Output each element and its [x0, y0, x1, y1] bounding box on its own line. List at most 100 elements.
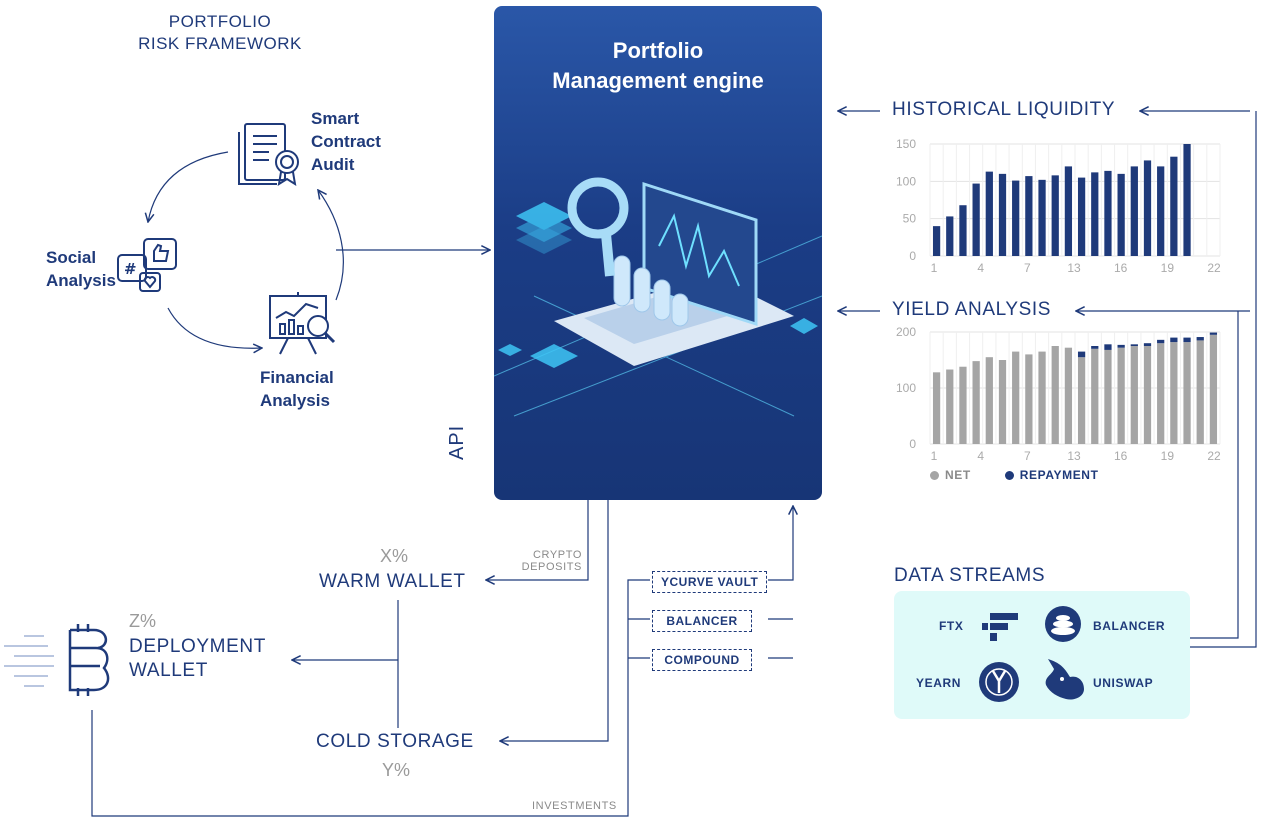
legend-net: NET: [930, 468, 971, 482]
framework-title: PORTFOLIO RISK FRAMEWORK: [138, 12, 302, 53]
bar: [998, 173, 1007, 256]
y-tick-label: 100: [896, 381, 916, 395]
social-analysis-label: Social Analysis: [46, 248, 116, 290]
cold-storage-label: COLD STORAGE: [316, 731, 474, 752]
bar: [1143, 160, 1152, 256]
deployment-wallet-pct: Z%: [129, 611, 156, 631]
financial-analysis-label: Financial Analysis: [260, 368, 334, 410]
legend-repayment: REPAYMENT: [1004, 468, 1099, 482]
cold-storage-pct: Y%: [382, 760, 411, 780]
y-tick-label: 0: [909, 437, 916, 451]
bar-repayment: [1143, 343, 1152, 346]
bar-repayment: [1170, 337, 1178, 343]
engine-title: Portfolio Management engine: [552, 38, 764, 93]
bar: [985, 171, 993, 256]
x-tick-label: 16: [1114, 261, 1128, 275]
bar: [1104, 170, 1112, 256]
ftx-label: FTX: [939, 619, 964, 633]
x-tick-label: 13: [1067, 449, 1081, 463]
bar-net: [1064, 347, 1073, 444]
x-tick-label: 4: [977, 449, 984, 463]
bar-net: [932, 372, 941, 444]
bar: [1064, 166, 1073, 256]
y-tick-label: 50: [903, 212, 917, 226]
balancer-vault-pill: BALANCER: [652, 610, 752, 632]
contract-audit-icon: [238, 123, 299, 187]
bar: [972, 183, 980, 256]
x-tick-label: 22: [1207, 261, 1221, 275]
bar: [1051, 175, 1059, 256]
x-tick-label: 1: [931, 261, 938, 275]
bar-net: [959, 366, 967, 444]
data-streams-label: DATA STREAMS: [894, 565, 1046, 586]
x-tick-label: 19: [1161, 261, 1175, 275]
warm-wallet-label: WARM WALLET: [319, 571, 466, 592]
bar: [946, 216, 954, 256]
bar-net: [1209, 334, 1218, 444]
yearn-label: YEARN: [916, 676, 962, 690]
legend-net-swatch: [930, 471, 939, 480]
bitcoin-wallet-icon: [4, 624, 110, 696]
crypto-deposits-label: CRYPTO DEPOSITS: [521, 549, 582, 573]
bar: [932, 226, 941, 256]
legend-repayment-swatch: [1004, 471, 1014, 480]
balancer-logo-icon: [1045, 606, 1081, 642]
bar-net: [1038, 351, 1046, 444]
y-tick-label: 200: [896, 326, 916, 339]
x-tick-label: 4: [977, 261, 984, 275]
bar: [1130, 166, 1138, 256]
investments-label: INVESTMENTS: [532, 800, 617, 812]
balancer-stream-label: BALANCER: [1093, 619, 1166, 633]
x-tick-label: 16: [1114, 449, 1128, 463]
bar: [1117, 173, 1125, 256]
bar-repayment: [1091, 346, 1099, 349]
bar-net: [1012, 351, 1020, 444]
bar-net: [1130, 346, 1138, 444]
bar-net: [1157, 343, 1165, 444]
warm-wallet-pct: X%: [380, 546, 409, 566]
ycurve-vault-pill: YCURVE VAULT: [652, 571, 768, 593]
bar: [1077, 177, 1086, 256]
social-media-icon: #: [117, 238, 177, 292]
bar-net: [1104, 349, 1112, 444]
x-tick-label: 22: [1207, 449, 1221, 463]
bar-net: [985, 357, 993, 444]
bar-net: [1183, 342, 1191, 444]
bar-repayment: [1130, 344, 1138, 346]
bar-net: [1117, 347, 1125, 444]
bar-repayment: [1209, 332, 1218, 335]
y-tick-label: 150: [896, 138, 916, 151]
bar-net: [1196, 340, 1204, 444]
svg-text:#: #: [124, 260, 137, 278]
bar: [1012, 180, 1020, 256]
bar: [1183, 144, 1191, 256]
smart-contract-audit-label: Smart Contract Audit: [311, 109, 381, 174]
financial-chart-icon: [269, 292, 336, 355]
laptop-analytics-illustration: [494, 177, 822, 417]
bar-net: [946, 369, 954, 444]
x-tick-label: 1: [931, 449, 938, 463]
bar-repayment: [1157, 339, 1165, 344]
bar: [1170, 156, 1178, 256]
bar-repayment: [1117, 344, 1125, 348]
bar-net: [998, 360, 1007, 444]
bar-repayment: [1196, 337, 1204, 341]
yield-analysis-label: YIELD ANALYSIS: [892, 299, 1052, 320]
uniswap-label: UNISWAP: [1093, 676, 1154, 690]
bar-repayment: [1104, 344, 1112, 350]
bar: [1038, 179, 1046, 256]
x-tick-label: 7: [1024, 449, 1031, 463]
ftx-logo-icon: [982, 613, 1018, 641]
bar: [959, 205, 967, 256]
api-label: API: [446, 424, 468, 460]
historical-liquidity-label: HISTORICAL LIQUIDITY: [892, 99, 1116, 120]
deployment-wallet-label: DEPLOYMENT WALLET: [129, 636, 266, 681]
x-tick-label: 19: [1161, 449, 1175, 463]
bar-repayment: [1077, 351, 1086, 358]
bar-net: [1091, 348, 1099, 444]
bar-net: [1077, 357, 1086, 444]
bar: [1091, 172, 1099, 256]
bar-repayment: [1183, 337, 1191, 343]
bar-net: [1051, 346, 1059, 444]
